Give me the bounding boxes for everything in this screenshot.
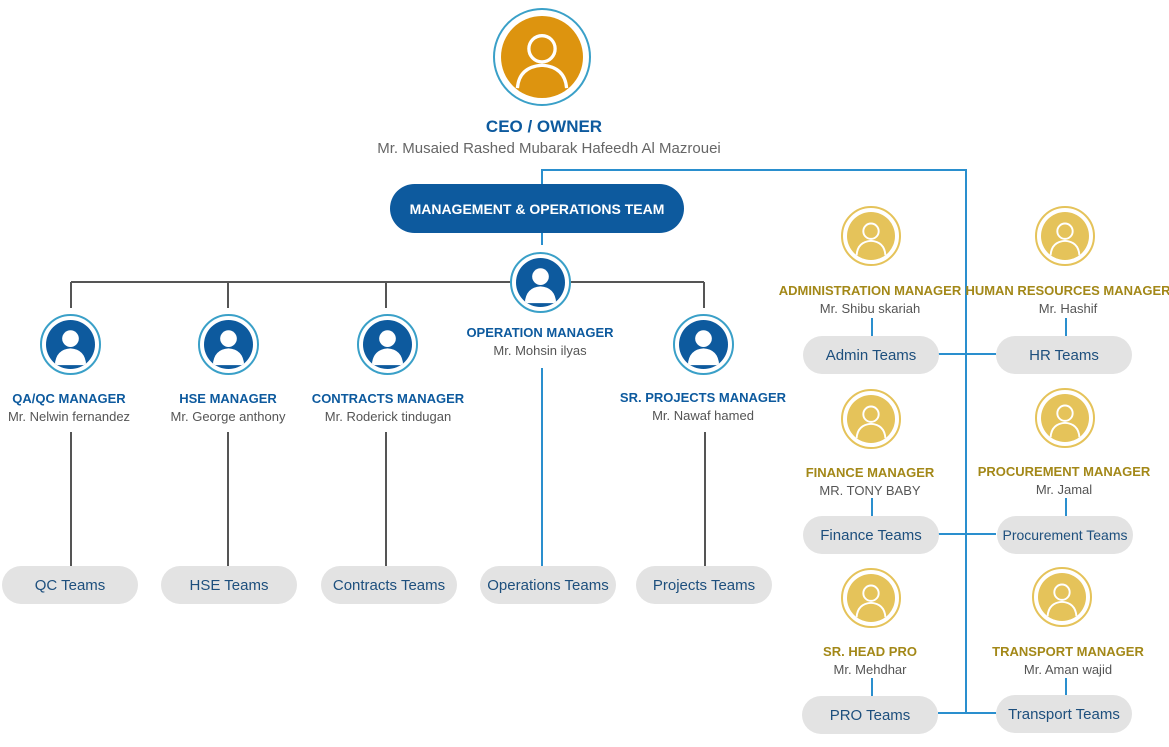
finance-manager-avatar [841,389,901,449]
admin-teams-pill: Admin Teams [803,336,939,374]
transport-teams-pill: Transport Teams [996,695,1132,733]
finance-manager-title: FINANCE MANAGER [805,465,935,480]
ceo-avatar [493,8,591,106]
procurement-teams-pill: Procurement Teams [997,516,1133,554]
pro-head-title: SR. HEAD PRO [823,644,917,659]
person-icon [855,584,887,618]
transport-manager-title: TRANSPORT MANAGER [992,644,1144,659]
management-team-box: MANAGEMENT & OPERATIONS TEAM [390,184,684,233]
hse-manager-avatar [198,314,259,375]
pro-head-name: Mr. Mehdhar [833,662,907,677]
qaqc-manager-title: QA/QC MANAGER [12,391,126,406]
hr-manager-avatar [1035,206,1095,266]
person-icon [1049,222,1081,256]
qc-teams-pill: QC Teams [2,566,138,604]
finance-manager-name: MR. TONY BABY [819,483,921,498]
person-icon [524,268,557,304]
projects-teams-pill: Projects Teams [636,566,772,604]
operation-manager-title: OPERATION MANAGER [466,325,614,340]
admin-manager-avatar [841,206,901,266]
pro-teams-pill: PRO Teams [802,696,938,734]
person-icon [687,330,720,366]
contracts-teams-pill: Contracts Teams [321,566,457,604]
pro-head-avatar [841,568,901,628]
procurement-manager-name: Mr. Jamal [1035,482,1093,497]
person-icon [515,34,569,89]
transport-manager-avatar [1032,567,1092,627]
projects-manager-title: SR. PROJECTS MANAGER [619,390,787,405]
hr-manager-title: HUMAN RESOURCES MANAGER [965,283,1169,298]
hse-manager-name: Mr. George anthony [170,409,286,424]
person-icon [1049,404,1081,438]
hr-manager-name: Mr. Hashif [1038,301,1098,316]
qaqc-manager-avatar [40,314,101,375]
hr-teams-pill: HR Teams [996,336,1132,374]
ceo-title: CEO / OWNER [485,117,603,136]
operation-manager-avatar [510,252,571,313]
contracts-manager-avatar [357,314,418,375]
contracts-manager-title: CONTRACTS MANAGER [311,391,465,406]
admin-manager-title: ADMINISTRATION MANAGER [778,283,962,298]
person-icon [1046,583,1078,617]
person-icon [855,222,887,256]
person-icon [855,405,887,439]
admin-manager-name: Mr. Shibu skariah [819,301,921,316]
projects-manager-name: Mr. Nawaf hamed [652,408,754,423]
operation-manager-name: Mr. Mohsin ilyas [493,343,587,358]
hse-manager-title: HSE MANAGER [179,391,277,406]
qaqc-manager-name: Mr. Nelwin fernandez [7,409,131,424]
ceo-name: Mr. Musaied Rashed Mubarak Hafeedh Al Ma… [377,140,721,157]
person-icon [212,330,245,366]
operations-teams-pill: Operations Teams [480,566,616,604]
transport-manager-name: Mr. Aman wajid [1023,662,1113,677]
projects-manager-avatar [673,314,734,375]
finance-teams-pill: Finance Teams [803,516,939,554]
contracts-manager-name: Mr. Roderick tindugan [324,409,452,424]
procurement-manager-avatar [1035,388,1095,448]
person-icon [54,330,87,366]
procurement-manager-title: PROCUREMENT MANAGER [977,464,1151,479]
person-icon [371,330,404,366]
hse-teams-pill: HSE Teams [161,566,297,604]
